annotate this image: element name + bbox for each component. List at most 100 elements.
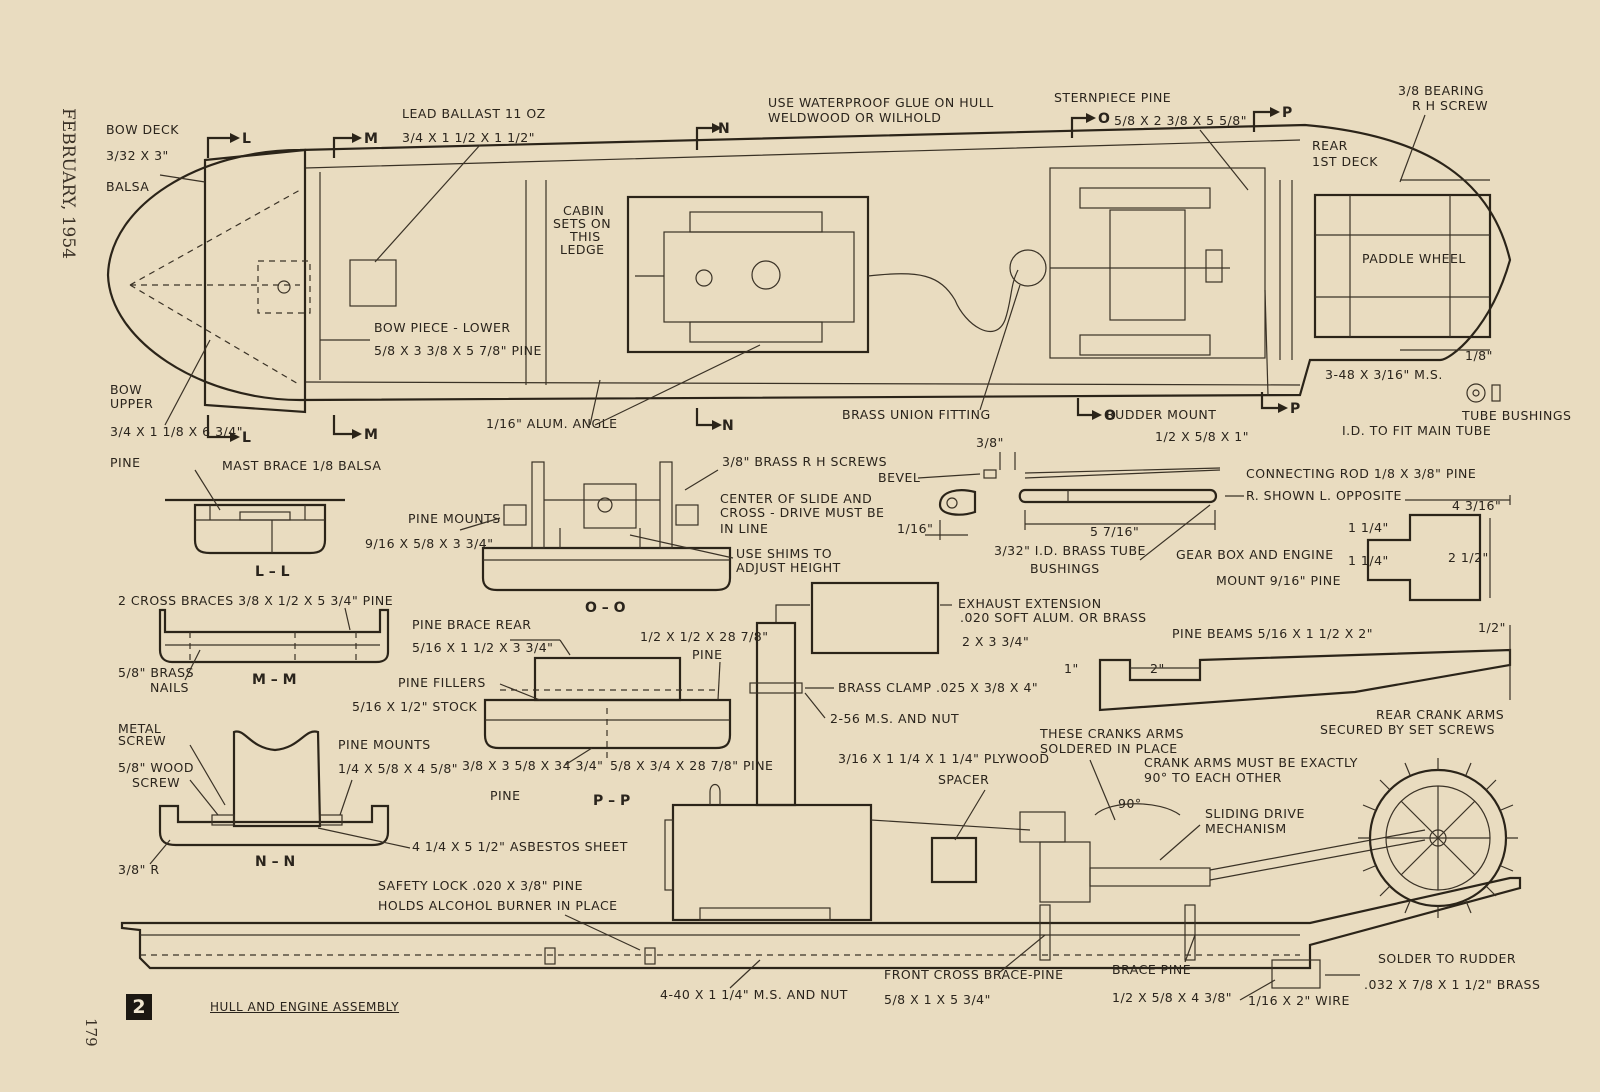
bevel-label: BEVEL: [878, 470, 920, 485]
section-marker-o-top: O: [1070, 111, 1110, 138]
cabin-ledge-line2: SETS ON: [553, 216, 611, 231]
section-m-m: 2 CROSS BRACES 3/8 X 1/2 X 5 3/4" PINE 5…: [118, 593, 393, 695]
pine-label: PINE: [110, 455, 140, 470]
brace-pine-line1: BRACE PINE: [1112, 962, 1191, 977]
svg-text:O: O: [1104, 408, 1116, 424]
center-slide-line1: CENTER OF SLIDE AND: [720, 491, 872, 506]
pp-pine-left-label: PINE: [490, 788, 520, 803]
rear-crank-line2: SECURED BY SET SCREWS: [1320, 722, 1495, 737]
brass-union-label: BRASS UNION FITTING: [842, 407, 991, 422]
front-cross-line2: 5/8 X 1 X 5 3/4": [884, 992, 991, 1007]
brass-tube-line1: 3/32" I.D. BRASS TUBE: [994, 543, 1146, 558]
brass-clamp-label: BRASS CLAMP .025 X 3/8 X 4": [838, 680, 1038, 695]
wood-screw-line1: 5/8" WOOD: [118, 760, 194, 775]
pine-mounts-size: 9/16 X 5/8 X 3 3/4": [365, 536, 494, 551]
dim-5-7-16-label: 5 7/16": [1090, 524, 1139, 539]
svg-text:M: M: [364, 131, 378, 147]
section-marker-l-top: L: [206, 131, 251, 158]
bow-piece-lower-size: 5/8 X 3 3/8 X 5 7/8" PINE: [374, 343, 542, 358]
section-o-o: O – O PINE MOUNTS 9/16 X 5/8 X 3 3/4" 3/…: [365, 454, 887, 616]
bow-piece-lower-label: BOW PIECE - LOWER: [374, 320, 511, 335]
metal-screw-line1: METAL: [118, 721, 161, 736]
sternpiece-label: STERNPIECE PINE: [1054, 90, 1171, 105]
exhaust-line3: 2 X 3 3/4": [962, 634, 1029, 649]
pp-pine-left-size: 3/8 X 3 5/8 X 34 3/4": [462, 758, 603, 773]
connecting-rod-label: CONNECTING ROD 1/8 X 3/8" PINE: [1246, 466, 1476, 481]
plywood-line2: SPACER: [938, 772, 989, 787]
gear-box-mount: 4 3/16" 1 1/4" 1 1/4" 2 1/2" GEAR BOX AN…: [1176, 495, 1511, 602]
sternpiece-size: 5/8 X 2 3/8 X 5 5/8": [1114, 113, 1247, 128]
cabin-ledge-line1: CABIN: [563, 203, 604, 218]
svg-text:N: N: [718, 121, 730, 137]
hull-side-elevation: [120, 621, 1522, 989]
gear-box-line2: MOUNT 9/16" PINE: [1216, 573, 1341, 588]
use-shims-line1: USE SHIMS TO: [736, 546, 832, 561]
lead-ballast-size: 3/4 X 1 1/2 X 1 1/2": [402, 130, 535, 145]
section-mm-caption: M – M: [252, 672, 297, 688]
lead-ballast-label: LEAD BALLAST 11 OZ: [402, 106, 546, 121]
dim-1-label: 1": [1064, 661, 1079, 676]
section-l-l: L – L: [165, 469, 345, 580]
brass-rh-screws-label: 3/8" BRASS R H SCREWS: [722, 454, 887, 469]
wood-screw-line2: SCREW: [132, 775, 180, 790]
pine-mounts-2-size: 1/4 X 5/8 X 4 5/8": [338, 761, 458, 776]
tube-dim-label: 1/8": [1465, 348, 1493, 363]
section-nn-caption: N – N: [255, 854, 295, 870]
center-slide-line2: CROSS - DRIVE MUST BE: [720, 505, 884, 520]
glue-note-line1: USE WATERPROOF GLUE ON HULL: [768, 95, 994, 110]
pine-brace-rear-size: 5/16 X 1 1/2 X 3 3/4": [412, 640, 553, 655]
bow-upper-line1: BOW: [110, 382, 142, 397]
use-shims-line2: ADJUST HEIGHT: [736, 560, 841, 575]
front-cross-line1: FRONT CROSS BRACE-PINE: [884, 967, 1063, 982]
svg-text:M: M: [364, 427, 378, 443]
alum-angle-label: 1/16" ALUM. ANGLE: [486, 416, 618, 431]
bow-deck-size: 3/32 X 3": [106, 148, 169, 163]
ms-nut-440-label: 4-40 X 1 1/4" M.S. AND NUT: [660, 987, 848, 1002]
brass-clamp-labels: BRASS CLAMP .025 X 3/8 X 4" 2-56 M.S. AN…: [804, 680, 1038, 726]
brace-pine-line2: 1/2 X 5/8 X 4 3/8": [1112, 990, 1232, 1005]
connecting-rod-detail: BEVEL 3/8" 1/16" 5 7/16" 3/32" I.D. BRAS…: [878, 435, 1476, 576]
dim-1-1-4-side-label: 1 1/4": [1348, 553, 1389, 568]
bow-upper-size: 3/4 X 1 1/8 X 6 3/4": [110, 424, 243, 439]
section-marker-n-top: N: [695, 121, 730, 150]
safety-lock-label: SAFETY LOCK .020 X 3/8" PINE: [378, 878, 583, 893]
section-marker-m-top: M: [332, 131, 378, 158]
svg-text:L: L: [242, 131, 251, 147]
pine-28-pine-label: PINE: [692, 647, 722, 662]
section-ll-caption: L – L: [255, 564, 290, 580]
section-markers: L L M M N N O O P P: [206, 105, 1300, 446]
section-marker-m-bottom: M: [332, 415, 378, 443]
sliding-drive-line1: SLIDING DRIVE: [1205, 806, 1305, 821]
figure-number-badge: 2: [126, 994, 152, 1020]
dim-2-1-2-label: 2 1/2": [1448, 550, 1489, 565]
svg-text:L: L: [242, 430, 251, 446]
exhaust-line1: EXHAUST EXTENSION: [958, 596, 1102, 611]
brass-nails-line1: 5/8" BRASS: [118, 665, 194, 680]
rudder-mount-size: 1/2 X 5/8 X 1": [1155, 429, 1249, 444]
exhaust-extension: EXHAUST EXTENSION .020 SOFT ALUM. OR BRA…: [775, 581, 1147, 655]
crank-90-line1: CRANK ARMS MUST BE EXACTLY: [1144, 755, 1358, 770]
cabin-ledge-line4: LEDGE: [560, 242, 605, 257]
plan-view-labels: BOW DECK 3/32 X 3" BALSA LEAD BALLAST 11…: [106, 83, 1571, 473]
ms-screw-label: 3-48 X 3/16" M.S.: [1325, 367, 1443, 382]
pine-mounts-label: PINE MOUNTS: [408, 511, 501, 526]
sliding-drive-line2: MECHANISM: [1205, 821, 1287, 836]
paddle-wheel-label: PADDLE WHEEL: [1362, 251, 1466, 266]
cranks-soldered-line2: SOLDERED IN PLACE: [1040, 741, 1178, 756]
rear-deck-line2: 1ST DECK: [1312, 154, 1378, 169]
dim-1-2-label: 1/2": [1478, 620, 1506, 635]
pp-pine-right-label: 5/8 X 3/4 X 28 7/8" PINE: [610, 758, 773, 773]
center-slide-line3: IN LINE: [720, 521, 768, 536]
rear-deck-line1: REAR: [1312, 138, 1348, 153]
exhaust-line2: .020 SOFT ALUM. OR BRASS: [960, 610, 1147, 625]
section-n-n: METAL SCREW 5/8" WOOD SCREW PINE MOUNTS …: [118, 721, 627, 877]
svg-text:O: O: [1098, 111, 1110, 127]
svg-text:P: P: [1290, 401, 1300, 417]
pine-fillers-label: PINE FILLERS: [398, 675, 486, 690]
svg-text:P: P: [1282, 105, 1292, 121]
tube-bushings-line1: TUBE BUSHINGS: [1461, 408, 1571, 423]
dim-4-3-16-label: 4 3/16": [1452, 498, 1501, 513]
rear-crank-line1: REAR CRANK ARMS: [1376, 707, 1504, 722]
